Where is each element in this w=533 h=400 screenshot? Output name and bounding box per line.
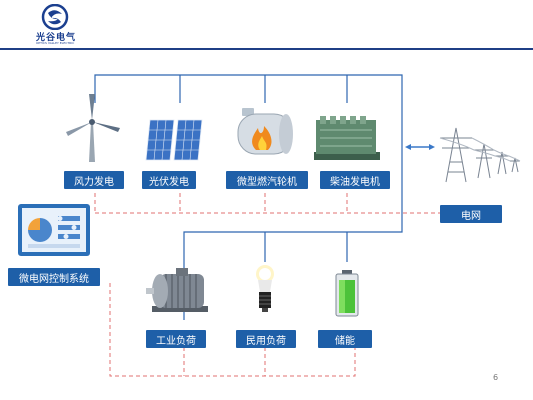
diesel-generator-icon (314, 116, 380, 160)
logo-mark-icon (41, 4, 69, 30)
load-label-storage: 储能 (318, 330, 372, 348)
controller-label: 微电网控制系统 (8, 268, 100, 286)
source-label-diesel: 柴油发电机 (320, 171, 390, 189)
source-label-micro-turbine: 微型燃汽轮机 (226, 171, 308, 189)
solar-panel-icon (145, 119, 203, 161)
control-screen-icon (18, 204, 90, 256)
brand-name: 光谷电气 (36, 33, 77, 43)
control-lines (94, 193, 440, 377)
grid-connection-arrow (405, 144, 435, 150)
micro-turbine-icon (237, 108, 293, 155)
grid-label: 电网 (440, 205, 502, 223)
source-label-wind: 风力发电 (64, 171, 124, 189)
wind-turbine-icon (66, 94, 120, 162)
company-logo: 光谷电气 OPTICS VALLEY ELECTRIC (36, 4, 77, 45)
power-tower-icon (439, 127, 521, 183)
header: 光谷电气 OPTICS VALLEY ELECTRIC (0, 0, 533, 50)
brand-subtitle: OPTICS VALLEY ELECTRIC (36, 41, 75, 45)
load-label-industrial: 工业负荷 (146, 330, 206, 348)
light-bulb-icon (256, 265, 274, 312)
header-divider (0, 48, 533, 50)
battery-icon (335, 270, 359, 317)
page-number: 6 (493, 373, 499, 382)
motor-icon (146, 268, 208, 312)
source-label-solar: 光伏发电 (142, 171, 196, 189)
load-label-residential: 民用负荷 (236, 330, 296, 348)
